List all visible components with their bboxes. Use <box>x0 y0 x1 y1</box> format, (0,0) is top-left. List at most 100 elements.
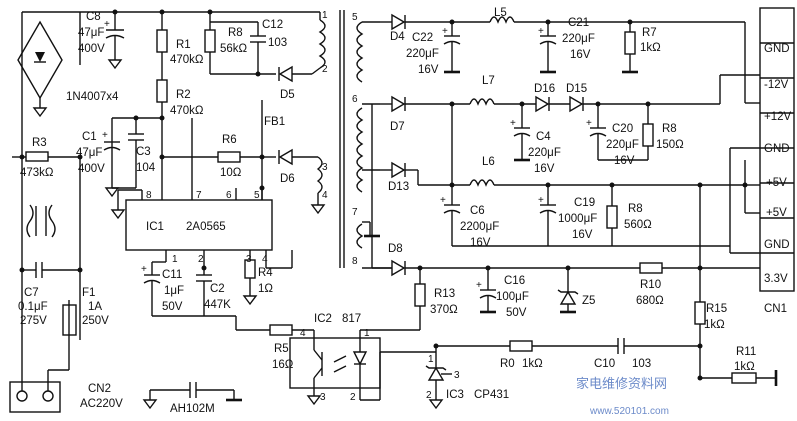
ic1-section: + C1 47μF 400V C3 104 R6 10Ω FB1 D6 <box>76 100 326 415</box>
xfmr-pin-6: 6 <box>352 94 358 105</box>
r5-ref: R5 <box>274 343 289 355</box>
r15-ref: R15 <box>706 303 727 315</box>
ic1-pin-8: 8 <box>146 190 152 201</box>
z5-zener <box>559 290 577 305</box>
svg-text:+: + <box>538 26 544 37</box>
hv-rail: + C8 47μF 400V R1 470kΩ R2 470kΩ R8 56kΩ… <box>78 9 326 200</box>
ic1-ref: IC1 <box>146 221 164 233</box>
xfmr-pin-7: 7 <box>352 207 358 218</box>
r8b-resistor <box>642 123 654 147</box>
r8b-ref: R8 <box>662 123 677 135</box>
ic1-pin-6: 6 <box>226 190 232 201</box>
l6-ref: L6 <box>482 156 495 168</box>
c1-value: 47μF <box>76 147 102 159</box>
r10-value: 680Ω <box>636 295 664 307</box>
svg-text:+: + <box>538 195 544 206</box>
c11-ref: C11 <box>162 269 182 281</box>
watermark-text: 家电维修资料网 <box>576 376 667 392</box>
r8b-value: 150Ω <box>656 139 684 151</box>
c11-value: 1μF <box>164 285 184 297</box>
d16-ref: D16 <box>534 83 555 95</box>
r8-resistor <box>204 29 216 53</box>
d6-ref: D6 <box>280 173 295 185</box>
opto-led <box>352 351 368 366</box>
cn1-pin-8: 3.3V <box>764 273 788 285</box>
svg-text:+: + <box>442 26 448 37</box>
ground-icon <box>310 204 326 215</box>
cn1-pin-1: GND <box>764 43 790 55</box>
ic2-package <box>289 337 381 389</box>
ic3-pin-1: 1 <box>428 354 434 365</box>
secondary-winding-1 <box>356 21 364 83</box>
r2-resistor <box>156 79 168 103</box>
ah-label: AH102M <box>170 403 215 415</box>
d8-ref: D8 <box>388 243 403 255</box>
r15-value: 1kΩ <box>704 319 725 331</box>
xfmr-pin-8: 8 <box>352 256 358 267</box>
cn2-ref: CN2 <box>88 383 111 395</box>
r5-resistor <box>269 324 293 336</box>
r8c-value: 560Ω <box>624 219 652 231</box>
c6-voltage: 16V <box>470 237 491 249</box>
f1-value: 1A <box>88 301 102 313</box>
cn2-connector <box>9 381 61 413</box>
c10-value: 103 <box>632 358 651 370</box>
c21-value: 220μF <box>562 33 595 45</box>
d4-ref: D4 <box>390 31 405 43</box>
c21-voltage: 16V <box>570 49 591 61</box>
r0-resistor <box>509 340 533 352</box>
r11-resistor <box>731 372 757 384</box>
ground-icon <box>107 59 123 70</box>
r10-ref: R10 <box>640 279 661 291</box>
c22-value: 220μF <box>406 48 439 60</box>
c20-voltage: 16V <box>614 155 635 167</box>
choke-coil-left <box>26 204 34 238</box>
ground-icon <box>104 187 120 198</box>
r6-value: 10Ω <box>220 167 242 179</box>
xfmr-pin-3: 3 <box>322 162 328 173</box>
c12-value: 103 <box>268 37 287 49</box>
ground-icon <box>32 107 48 118</box>
r0-value: 1kΩ <box>522 358 543 370</box>
xfmr-pin-5: 5 <box>352 12 358 23</box>
ac-input-section: 1N4007x4 R3 473kΩ C7 0.1μF 275V F1 1A 25… <box>9 11 123 413</box>
r1-ref: R1 <box>176 39 191 51</box>
c16-value: 100μF <box>496 291 529 303</box>
ic2-pin-1: 1 <box>364 328 370 339</box>
ground-icon <box>428 399 444 410</box>
c12-ref: C12 <box>262 19 283 31</box>
r8c-ref: R8 <box>628 203 643 215</box>
d7-diode <box>391 95 406 113</box>
c19-value: 1000μF <box>558 213 597 225</box>
ground-icon <box>306 395 322 406</box>
fb1-ref: FB1 <box>264 116 285 128</box>
ic1-pin-1: 1 <box>172 254 178 265</box>
cn1-pin-2: -12V <box>764 79 789 91</box>
r7-resistor <box>624 31 636 55</box>
c19-ref: C19 <box>574 197 595 209</box>
c21-ref: C21 <box>568 17 589 29</box>
r7-value: 1kΩ <box>640 42 661 54</box>
ic1-pin-4: 4 <box>262 254 268 265</box>
ic1-package <box>125 199 273 251</box>
c22-voltage: 16V <box>418 64 439 76</box>
r8-ref: R8 <box>228 27 243 39</box>
c6-ref: C6 <box>470 205 485 217</box>
svg-text:+: + <box>476 280 482 291</box>
c2-ref: C2 <box>210 283 225 295</box>
c8-voltage: 400V <box>78 43 105 55</box>
c8-value: 47μF <box>78 27 104 39</box>
watermark-url: www.520101.com <box>589 406 669 417</box>
secondary-section: D4 L5 + C22 220μF 16V + C21 220μF 16V R7 <box>380 7 778 410</box>
cn2-label: AC220V <box>80 398 123 410</box>
c2-value: 447K <box>204 299 231 311</box>
c8-ref: C8 <box>86 11 101 23</box>
d15-diode <box>569 95 584 113</box>
r5-value: 16Ω <box>272 359 294 371</box>
cn1-pin-5: +5V <box>766 177 787 189</box>
d7-ref: D7 <box>390 121 405 133</box>
cn1-pin-7: GND <box>764 239 790 251</box>
r2-ref: R2 <box>176 89 191 101</box>
c1-ref: C1 <box>82 131 97 143</box>
